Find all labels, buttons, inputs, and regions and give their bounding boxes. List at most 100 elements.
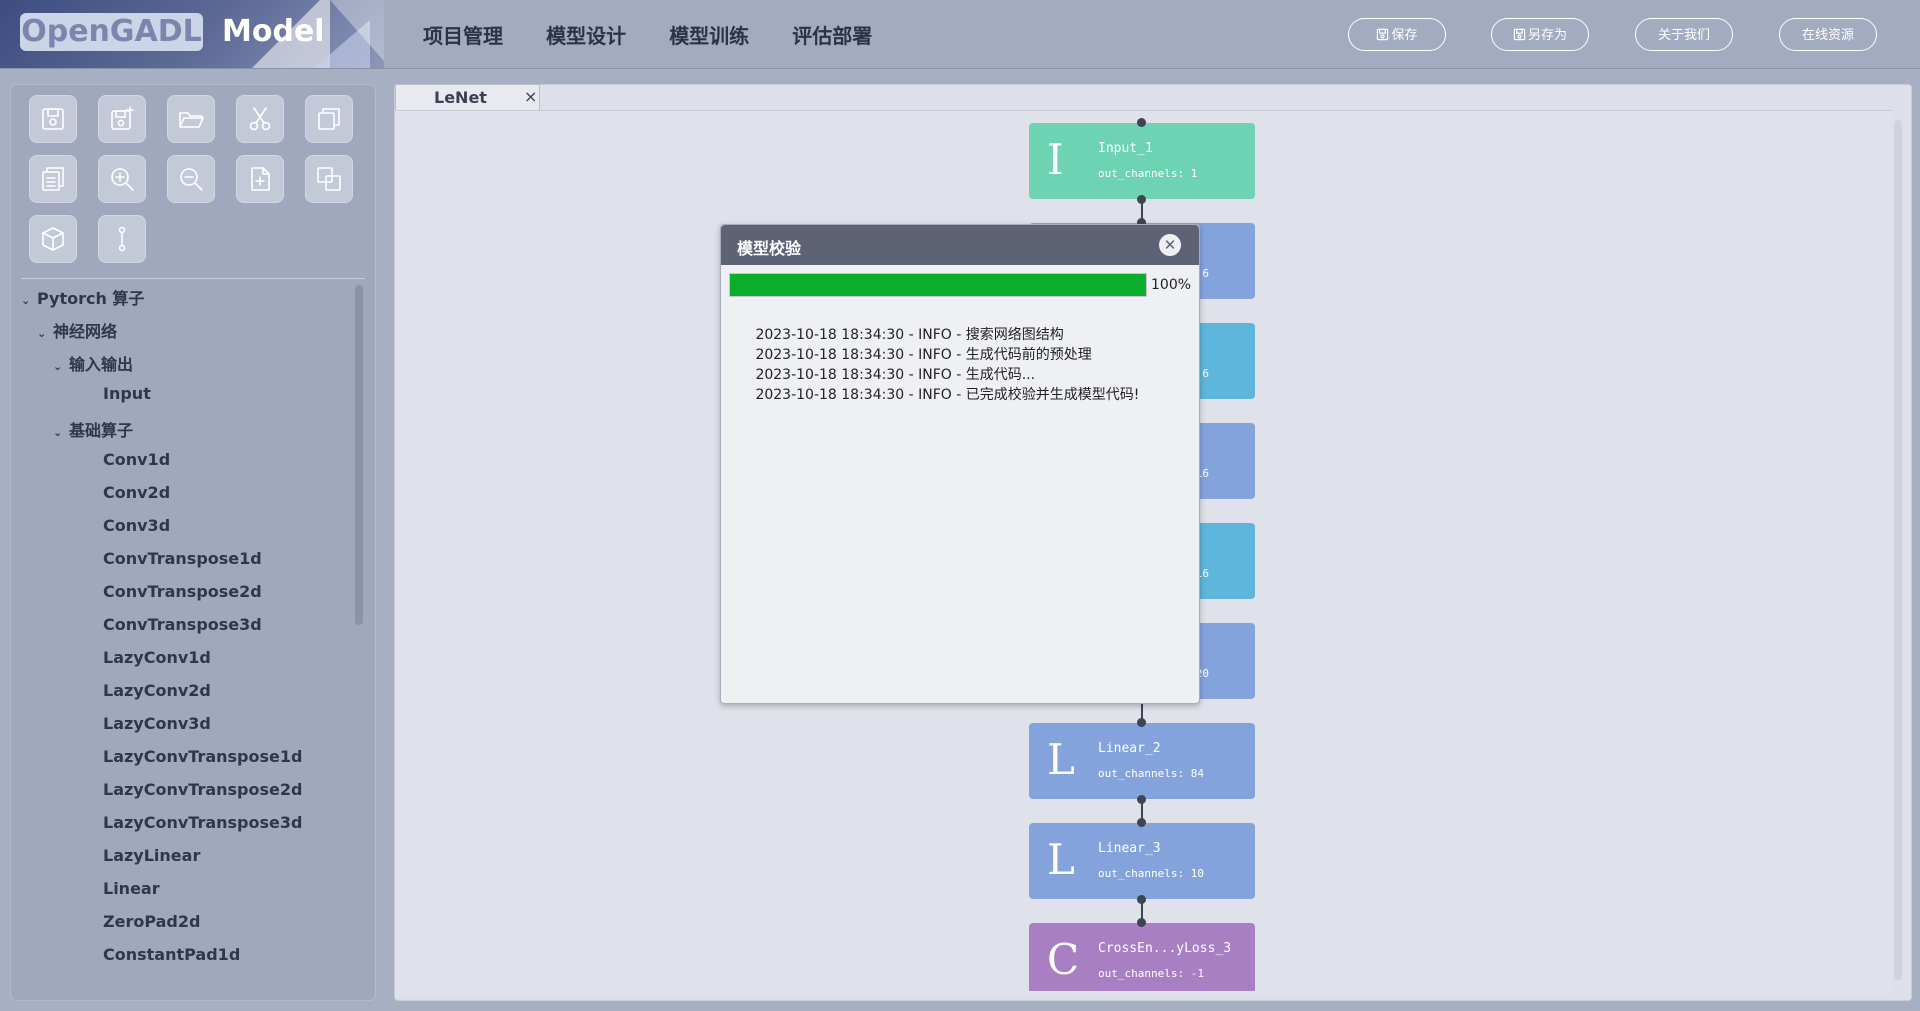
tree-label: ConvTranspose2d [103,582,262,601]
nav-model-design[interactable]: 模型设计 [546,24,627,48]
node-type-letter: C [1047,935,1080,984]
tree-item[interactable]: Conv2d [103,483,170,502]
tree-item[interactable]: ConvTranspose2d [103,582,262,601]
canvas-scrollbar[interactable] [1894,120,1902,980]
tree-item[interactable]: Linear [103,879,160,898]
toolbar-zoom-out-button[interactable] [167,155,215,203]
tree-folder-basic-operators[interactable]: ⌄基础算子 [53,417,133,441]
toolbar-paste-button[interactable] [29,155,77,203]
graph-edge [1141,699,1143,723]
toolbar-save-button[interactable] [29,95,77,143]
save-button-label: 保存 [1391,28,1418,43]
main-nav: 项目管理 模型设计 模型训练 评估部署 [423,20,910,49]
tree-label: ConvTranspose3d [103,615,262,634]
toolbar-module-button[interactable] [29,215,77,263]
zoom-in-icon [111,168,134,191]
tree-item[interactable]: Conv1d [103,450,170,469]
toolbar-new-file-button[interactable] [236,155,284,203]
tree-label: Conv3d [103,516,171,535]
toolbar-duplicate-button[interactable] [305,155,353,203]
node-name: Linear_3 [1098,841,1161,856]
tree-scrollbar[interactable] [355,285,363,625]
tree-group-neural-network[interactable]: ⌄神经网络 [37,318,117,342]
node-channels: 6 [1202,267,1209,280]
graph-edge [1141,799,1143,823]
toolbar-cut-button[interactable] [236,95,284,143]
tree-item[interactable]: LazyConv3d [103,714,211,733]
log-line: 2023-10-18 18:34:30 - INFO - 已完成校验并生成模型代… [751,387,1140,403]
node-channels: 6 [1202,367,1209,380]
log-line: 2023-10-18 18:34:30 - INFO - 生成代码... [751,367,1036,383]
node-name: CrossEn...yLoss_3 [1098,941,1232,956]
save-as-button[interactable]: 另存为 [1491,18,1589,51]
input-port[interactable] [1137,818,1146,827]
chevron-down-icon[interactable]: ⌄ [37,327,47,340]
tree-label: ZeroPad2d [103,912,201,931]
tree-item[interactable]: LazyConvTranspose3d [103,813,302,832]
tree-item[interactable]: Input [103,384,151,403]
new-file-icon [251,167,270,191]
tree-folder-input-output[interactable]: ⌄输入输出 [53,351,133,375]
toolbar-zoom-in-button[interactable] [98,155,146,203]
sidebar-divider [21,278,365,279]
nav-model-training[interactable]: 模型训练 [669,24,750,48]
input-port[interactable] [1137,118,1146,127]
toolbar-open-button[interactable] [167,95,215,143]
tree-item[interactable]: ZeroPad2d [103,912,200,931]
log-line: 2023-10-18 18:34:30 - INFO - 搜索网络图结构 [751,327,1064,343]
close-icon: ✕ [1163,235,1177,254]
top-header: OpenGADL Model 项目管理 模型设计 模型训练 评估部署 保存 另存… [0,0,1920,69]
dialog-title-bar[interactable]: 模型校验 ✕ [721,225,1199,265]
copy-icon [318,108,340,130]
validation-progress-bar [729,273,1147,297]
save-as-icon [111,106,134,130]
model-validation-dialog: 模型校验 ✕ 100% 2023-10-18 18:34:30 - INFO -… [720,224,1200,704]
tree-item[interactable]: Conv3d [103,516,170,535]
tree-item[interactable]: LazyConvTranspose2d [103,780,302,799]
nav-project-management[interactable]: 项目管理 [423,24,503,48]
input-port[interactable] [1137,218,1146,227]
tab-lenet[interactable]: LeNet × [395,84,540,110]
cube-icon [42,227,64,251]
validation-log: 2023-10-18 18:34:30 - INFO - 搜索网络图结构 202… [751,325,1171,405]
node-channels: out_channels: 84 [1098,767,1204,780]
open-folder-icon [179,112,204,128]
about-us-button[interactable]: 关于我们 [1635,18,1733,51]
tree-item[interactable]: ConvTranspose1d [103,549,262,568]
save-icon [1377,28,1389,41]
tree-item[interactable]: ConvTranspose3d [103,615,262,634]
node-name: Input_1 [1098,141,1153,156]
tree-item[interactable]: LazyConv2d [103,681,211,700]
node-name: Linear_2 [1098,741,1161,756]
tree-root-pytorch[interactable]: ⌄ Pytorch 算子 [21,285,144,309]
tree-label: ConstantPad1d [103,945,241,964]
tree-label: Conv2d [103,483,171,502]
tree-item[interactable]: LazyLinear [103,846,200,865]
online-resources-button[interactable]: 在线资源 [1779,18,1877,51]
nav-evaluate-deploy[interactable]: 评估部署 [792,24,873,48]
cut-icon [249,107,271,131]
tree-label: LazyConv3d [103,714,211,733]
chevron-down-icon[interactable]: ⌄ [53,426,63,439]
tree-item[interactable]: LazyConvTranspose1d [103,747,302,766]
node-type-letter: I [1047,135,1064,184]
tab-close-icon[interactable]: × [524,87,538,106]
toolbar-save-as-button[interactable] [98,95,146,143]
tree-label: Pytorch 算子 [37,289,145,308]
input-port[interactable] [1137,718,1146,727]
tree-item[interactable]: LazyConv1d [103,648,211,667]
toolbar-connector-button[interactable] [98,215,146,263]
chevron-down-icon[interactable]: ⌄ [53,360,63,373]
save-button[interactable]: 保存 [1348,18,1446,51]
dialog-close-button[interactable]: ✕ [1157,232,1183,258]
tree-item[interactable]: ConstantPad1d [103,945,240,964]
tree-label: LazyConvTranspose3d [103,813,303,832]
chevron-down-icon[interactable]: ⌄ [21,294,31,307]
toolbar-copy-button[interactable] [305,95,353,143]
input-port[interactable] [1137,918,1146,927]
